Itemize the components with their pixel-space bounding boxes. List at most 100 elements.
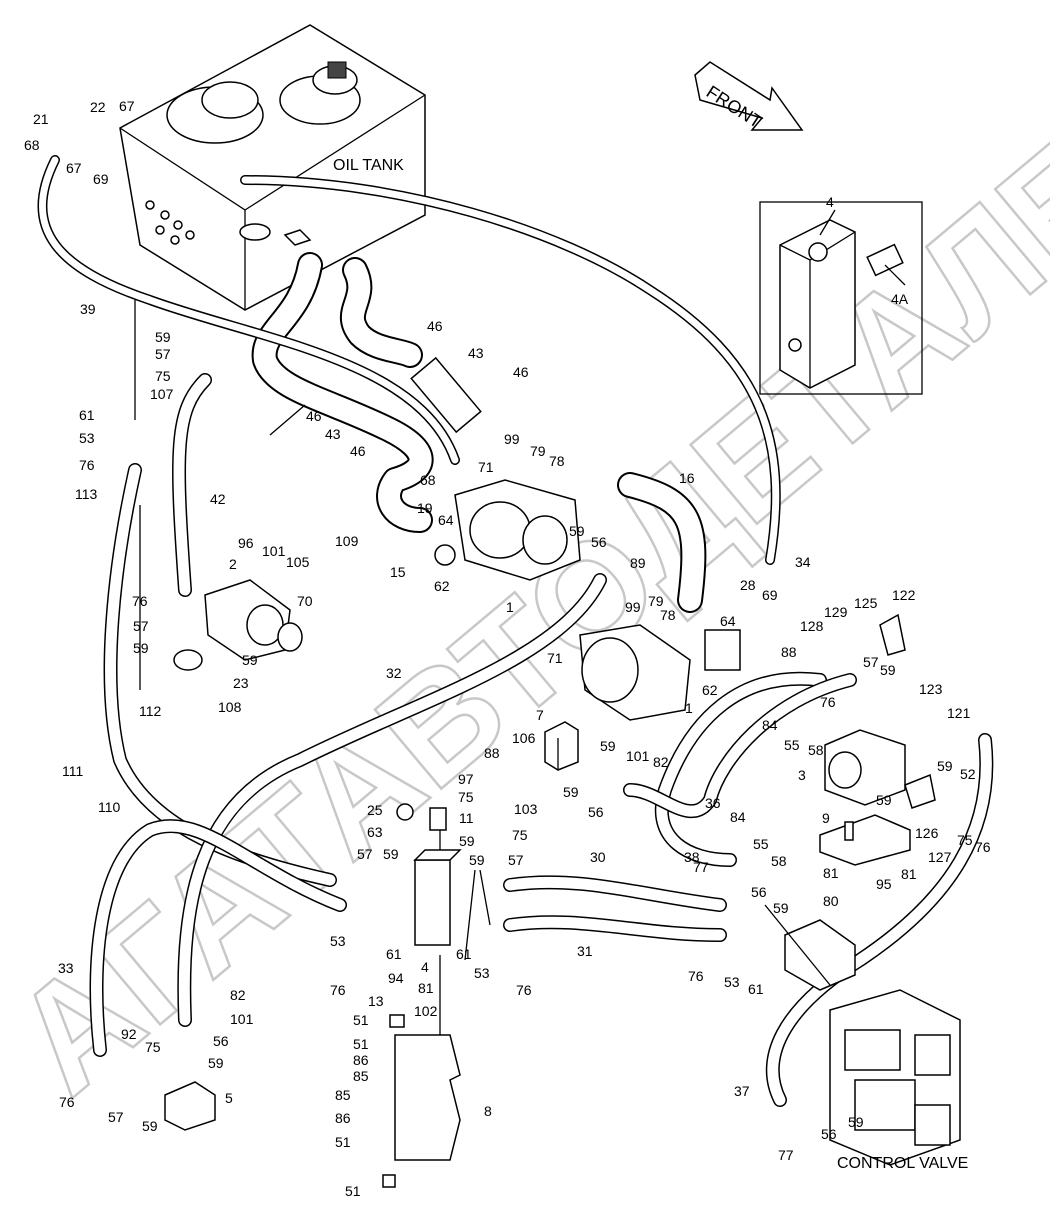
callout-127: 127 bbox=[928, 849, 952, 865]
callout-2: 2 bbox=[229, 556, 237, 572]
callout-39: 39 bbox=[80, 301, 96, 317]
callout-63: 63 bbox=[367, 824, 383, 840]
callout-43: 43 bbox=[468, 345, 484, 361]
callout-11: 11 bbox=[459, 810, 474, 826]
callout-59: 59 bbox=[773, 900, 789, 916]
callout-57: 57 bbox=[133, 618, 149, 634]
oil-tank-caption: OIL TANK bbox=[333, 157, 404, 174]
callout-81: 81 bbox=[418, 980, 434, 996]
callout-57: 57 bbox=[357, 846, 373, 862]
callout-36: 36 bbox=[705, 795, 721, 811]
callout-71: 71 bbox=[547, 650, 563, 666]
callout-57: 57 bbox=[155, 346, 171, 362]
callout-67: 67 bbox=[119, 98, 135, 114]
valve-3 bbox=[819, 613, 936, 866]
callout-58: 58 bbox=[771, 853, 787, 869]
callout-59: 59 bbox=[383, 846, 399, 862]
right-hoses bbox=[503, 671, 994, 1107]
callout-122: 122 bbox=[892, 587, 916, 603]
callout-1: 1 bbox=[506, 599, 514, 615]
callout-46: 46 bbox=[306, 408, 322, 424]
callout-78: 78 bbox=[549, 453, 565, 469]
callout-59: 59 bbox=[208, 1055, 224, 1071]
callout-61: 61 bbox=[748, 981, 764, 997]
callout-112: 112 bbox=[139, 703, 162, 719]
callout-55: 55 bbox=[753, 836, 769, 852]
callout-113: 113 bbox=[75, 486, 98, 502]
callout-75: 75 bbox=[512, 827, 528, 843]
callout-97: 97 bbox=[458, 771, 474, 787]
callout-86: 86 bbox=[353, 1052, 369, 1068]
callout-23: 23 bbox=[233, 675, 249, 691]
callout-81: 81 bbox=[901, 866, 917, 882]
callout-55: 55 bbox=[784, 737, 800, 753]
callout-42: 42 bbox=[210, 491, 226, 507]
callout-69: 69 bbox=[762, 587, 778, 603]
callout-129: 129 bbox=[824, 604, 848, 620]
callout-99: 99 bbox=[625, 599, 641, 615]
callout-79: 79 bbox=[530, 443, 546, 459]
callout-56: 56 bbox=[591, 534, 607, 550]
callout-111: 111 bbox=[62, 763, 83, 779]
callout-75: 75 bbox=[145, 1039, 161, 1055]
callout-82: 82 bbox=[653, 754, 669, 770]
callout-56: 56 bbox=[213, 1033, 229, 1049]
callout-76: 76 bbox=[330, 982, 346, 998]
main-pump-upper bbox=[434, 479, 581, 581]
callout-64: 64 bbox=[438, 512, 454, 528]
callout-70: 70 bbox=[297, 593, 313, 609]
callout-108: 108 bbox=[218, 699, 242, 715]
callout-62: 62 bbox=[702, 682, 718, 698]
manifold-4 bbox=[382, 803, 462, 1188]
callout-58: 58 bbox=[808, 742, 824, 758]
callout-51: 51 bbox=[353, 1012, 369, 1028]
callout-128: 128 bbox=[800, 618, 824, 634]
callout-59: 59 bbox=[569, 523, 585, 539]
callout-101: 101 bbox=[262, 543, 286, 559]
callout-46: 46 bbox=[513, 364, 529, 380]
callout-76: 76 bbox=[688, 968, 704, 984]
return-hose bbox=[37, 155, 781, 565]
main-pump-lower bbox=[579, 624, 741, 721]
callout-59: 59 bbox=[469, 852, 485, 868]
callout-105: 105 bbox=[286, 554, 310, 570]
callout-53: 53 bbox=[79, 430, 95, 446]
callout-95: 95 bbox=[876, 876, 892, 892]
callout-61: 61 bbox=[456, 946, 472, 962]
callout-59: 59 bbox=[876, 792, 892, 808]
callout-59: 59 bbox=[155, 329, 171, 345]
front-arrow: FRONT bbox=[694, 61, 804, 132]
callout-84: 84 bbox=[762, 717, 778, 733]
callout-46: 46 bbox=[427, 318, 443, 334]
callout-3: 3 bbox=[798, 767, 806, 783]
block-7 bbox=[544, 721, 579, 771]
callout-102: 102 bbox=[414, 1003, 438, 1019]
callout-75: 75 bbox=[155, 368, 171, 384]
callout-101: 101 bbox=[230, 1011, 254, 1027]
callout-51: 51 bbox=[345, 1183, 361, 1199]
callout-59: 59 bbox=[937, 758, 953, 774]
callout-85: 85 bbox=[335, 1087, 351, 1103]
callout-51: 51 bbox=[353, 1036, 369, 1052]
callout-77: 77 bbox=[778, 1147, 794, 1163]
callout-107: 107 bbox=[150, 386, 174, 402]
callout-101: 101 bbox=[626, 748, 650, 764]
callout-51: 51 bbox=[335, 1134, 351, 1150]
callout-28: 28 bbox=[740, 577, 756, 593]
callout-125: 125 bbox=[854, 595, 878, 611]
callout-22: 22 bbox=[90, 99, 106, 115]
callout-57: 57 bbox=[508, 852, 524, 868]
callout-5: 5 bbox=[225, 1090, 233, 1106]
callout-43: 43 bbox=[325, 426, 341, 442]
callout-99: 99 bbox=[504, 431, 520, 447]
callout-77: 77 bbox=[693, 859, 709, 875]
callout-71: 71 bbox=[478, 459, 494, 475]
callout-16: 16 bbox=[679, 470, 695, 486]
callout-31: 31 bbox=[577, 943, 593, 959]
leader-lines bbox=[134, 209, 906, 1035]
callout-76: 76 bbox=[59, 1094, 75, 1110]
callout-68: 68 bbox=[24, 137, 40, 153]
callout-68: 68 bbox=[420, 472, 436, 488]
callout-75: 75 bbox=[957, 832, 973, 848]
